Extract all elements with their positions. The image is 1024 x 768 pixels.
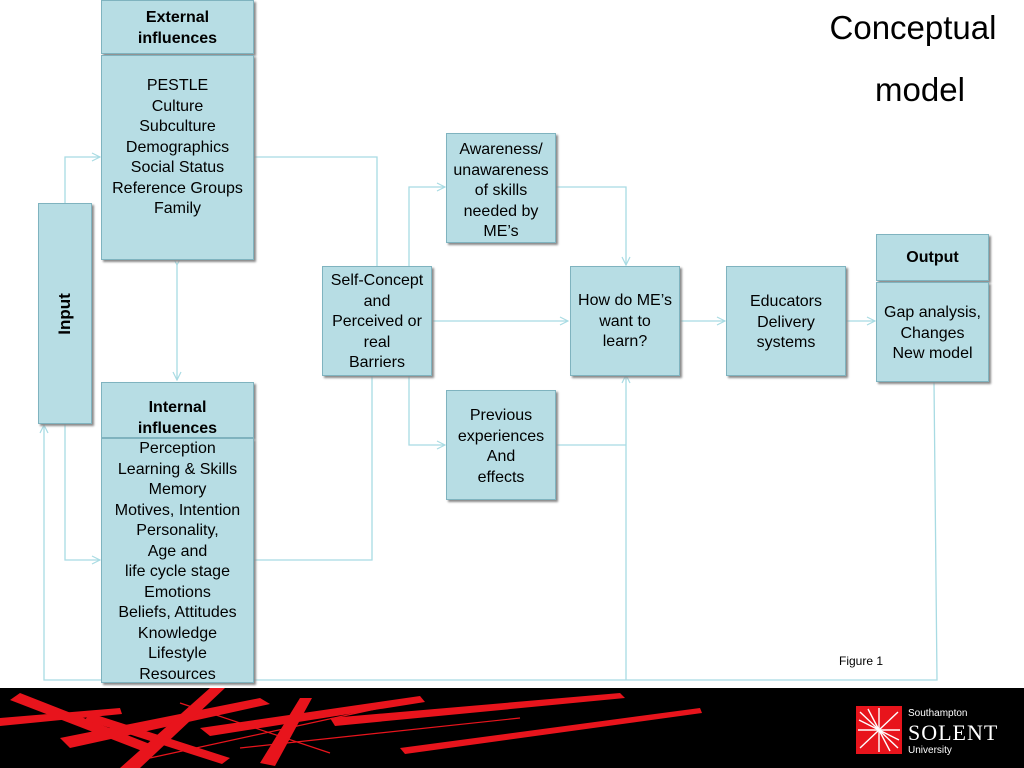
output-box: Gap analysis, Changes New model [876, 282, 989, 382]
feedback-loop [44, 381, 938, 681]
arrow-self-concept-to-previous [408, 375, 445, 445]
previous-experiences-text: Previous experiences And effects [457, 407, 545, 486]
external-influences-list: PESTLE Culture Subculture Demographics S… [112, 77, 243, 217]
educators-text: Educators Delivery systems [749, 293, 823, 351]
awareness-text: Awareness/ unawareness of skills needed … [453, 141, 549, 240]
solent-logo: Southampton SOLENT University [856, 696, 1006, 760]
self-concept-text: Self-Concept and Perceived or real Barri… [330, 272, 424, 371]
output-heading: Output [906, 249, 959, 266]
line-external-to-self-concept [253, 156, 378, 267]
arrow-input-to-internal [64, 423, 100, 560]
arrow-self-concept-to-awareness [408, 187, 445, 267]
arrow-awareness-to-how-learn [556, 186, 626, 265]
logo-line-southampton: Southampton [908, 708, 968, 719]
line-internal-to-self-concept [253, 375, 373, 561]
red-swoosh-graphic [0, 688, 702, 768]
internal-influences-list: Perception Learning & Skills Memory Moti… [114, 440, 241, 683]
arrow-input-to-external [64, 157, 100, 203]
output-header: Output [876, 234, 989, 281]
how-learn-box: How do ME’s want to learn? [570, 266, 680, 376]
diagram-title-line-1: Conceptual [829, 9, 997, 46]
external-influences-box: PESTLE Culture Subculture Demographics S… [101, 55, 254, 260]
input-label: Input [55, 292, 74, 335]
diagram-title-line-2: model [875, 71, 965, 108]
external-influences-heading: External influences [137, 9, 218, 47]
awareness-box: Awareness/ unawareness of skills needed … [446, 133, 556, 243]
logo-line-university: University [908, 745, 952, 756]
internal-influences-box: Perception Learning & Skills Memory Moti… [101, 438, 254, 683]
input-box: Input [38, 203, 92, 424]
logo-line-solent: SOLENT [908, 720, 999, 745]
self-concept-box: Self-Concept and Perceived or real Barri… [322, 266, 432, 376]
previous-experiences-box: Previous experiences And effects [446, 390, 556, 500]
external-influences-header: External influences [101, 0, 254, 54]
figure-label: Figure 1 [839, 654, 884, 668]
footer-banner: Southampton SOLENT University [0, 688, 1024, 768]
output-text: Gap analysis, Changes New model [884, 304, 981, 362]
starburst-logo-icon [856, 706, 902, 754]
how-learn-text: How do ME’s want to learn? [578, 292, 672, 350]
internal-influences-header: Internal influences [101, 382, 254, 438]
internal-influences-heading: Internal influences [137, 399, 218, 437]
educators-box: Educators Delivery systems [726, 266, 846, 376]
